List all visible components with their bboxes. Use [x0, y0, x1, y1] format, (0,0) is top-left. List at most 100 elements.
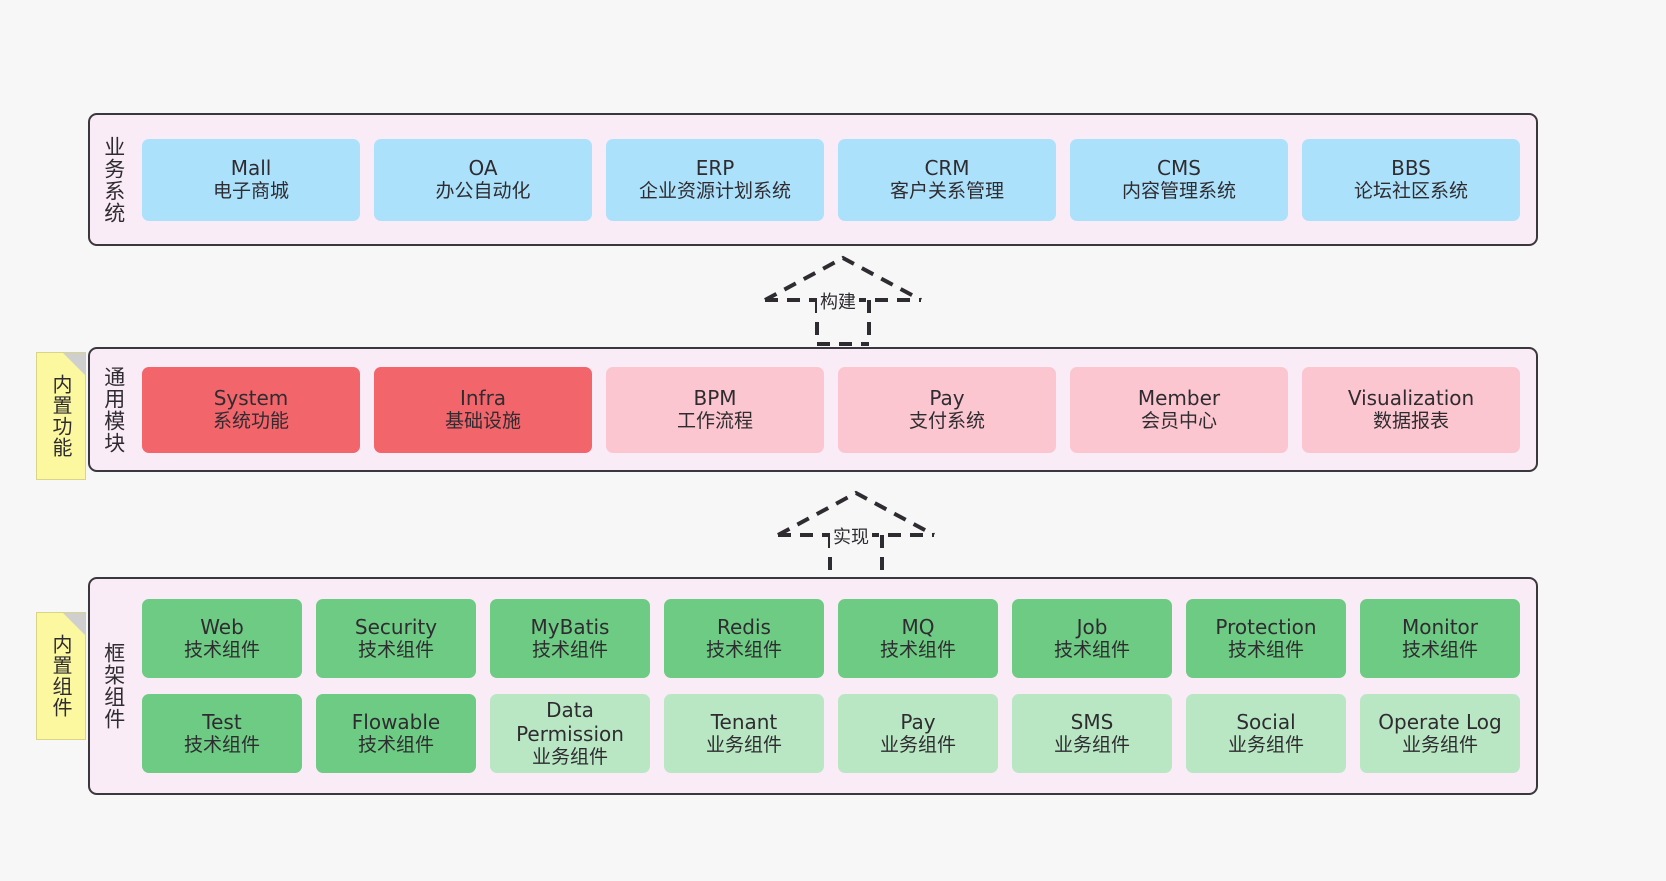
card-title: Visualization	[1347, 385, 1475, 410]
card-subtitle: 技术组件	[705, 639, 782, 662]
card-title: MQ	[901, 614, 935, 639]
tier-business-system: 业务系统 Mall 电子商城 OA 办公自动化 ERP 企业资源计划系统 CRM…	[88, 113, 1538, 246]
connector-implement: 实现	[768, 487, 948, 582]
card-subtitle: 会员中心	[1140, 410, 1217, 433]
card-title: Mall	[230, 155, 272, 180]
card-subtitle: 技术组件	[357, 734, 434, 757]
connector-build-label: 构建	[817, 288, 859, 314]
card-crm[interactable]: CRM 客户关系管理	[838, 138, 1056, 221]
card-pay-business[interactable]: Pay 业务组件	[838, 694, 998, 773]
card-sms[interactable]: SMS 业务组件	[1012, 694, 1172, 773]
card-oa[interactable]: OA 办公自动化	[374, 138, 592, 221]
card-subtitle: 技术组件	[1053, 639, 1130, 662]
card-subtitle: 电子商城	[212, 180, 289, 203]
card-bpm[interactable]: BPM 工作流程	[606, 366, 824, 453]
card-title: Tenant	[710, 709, 778, 734]
card-subtitle: 业务组件	[879, 734, 956, 757]
card-title: Infra	[459, 385, 507, 410]
tier-label-framework-component: 框架组件	[101, 642, 126, 730]
card-monitor[interactable]: Monitor 技术组件	[1360, 599, 1520, 678]
card-social[interactable]: Social 业务组件	[1186, 694, 1346, 773]
card-subtitle: 技术组件	[1227, 639, 1304, 662]
tier-label-common-module: 通用模块	[101, 365, 126, 454]
card-subtitle: 系统功能	[212, 410, 289, 433]
tier-body-framework-component: Web 技术组件 Security 技术组件 MyBatis 技术组件 Redi…	[136, 579, 1536, 793]
card-title: Monitor	[1401, 614, 1479, 639]
connector-build: 构建	[755, 252, 935, 347]
card-protection[interactable]: Protection 技术组件	[1186, 599, 1346, 678]
card-web[interactable]: Web 技术组件	[142, 599, 302, 678]
card-title: Flowable	[351, 709, 441, 734]
note-fold-corner-icon	[63, 353, 85, 375]
note-label: 内置功能	[49, 374, 73, 458]
framework-row-tech: Web 技术组件 Security 技术组件 MyBatis 技术组件 Redi…	[142, 599, 1520, 678]
card-member[interactable]: Member 会员中心	[1070, 366, 1288, 453]
card-title: Job	[1076, 614, 1108, 639]
card-system[interactable]: System 系统功能	[142, 366, 360, 453]
card-title: CRM	[924, 155, 970, 180]
card-bbs[interactable]: BBS 论坛社区系统	[1302, 138, 1520, 221]
card-cms[interactable]: CMS 内容管理系统	[1070, 138, 1288, 221]
tier-label-business-system: 业务系统	[101, 135, 126, 224]
card-subtitle: 技术组件	[531, 639, 608, 662]
card-visualization[interactable]: Visualization 数据报表	[1302, 366, 1520, 453]
card-subtitle: 技术组件	[183, 734, 260, 757]
card-subtitle: 业务组件	[1053, 734, 1130, 757]
card-subtitle: 企业资源计划系统	[638, 180, 791, 203]
card-data-permission[interactable]: Data Permission 业务组件	[490, 694, 650, 773]
card-security[interactable]: Security 技术组件	[316, 599, 476, 678]
card-title: Redis	[717, 614, 771, 639]
card-subtitle: 技术组件	[879, 639, 956, 662]
tier-common-module: 通用模块 System 系统功能 Infra 基础设施 BPM 工作流程 Pay…	[88, 347, 1538, 472]
card-subtitle: 办公自动化	[435, 180, 531, 203]
card-pay[interactable]: Pay 支付系统	[838, 366, 1056, 453]
card-title: Security	[354, 614, 438, 639]
tier-body-common-module: System 系统功能 Infra 基础设施 BPM 工作流程 Pay 支付系统…	[136, 349, 1536, 470]
card-title: Social	[1236, 709, 1296, 734]
card-subtitle: 业务组件	[531, 746, 608, 769]
card-title: Pay	[900, 709, 936, 734]
card-erp[interactable]: ERP 企业资源计划系统	[606, 138, 824, 221]
tier-framework-component: 框架组件 Web 技术组件 Security 技术组件 MyBatis 技术组件…	[88, 577, 1538, 795]
framework-row-business: Test 技术组件 Flowable 技术组件 Data Permission …	[142, 694, 1520, 773]
card-title: Test	[202, 709, 242, 734]
card-title: ERP	[695, 155, 735, 180]
card-subtitle: 业务组件	[705, 734, 782, 757]
card-title: SMS	[1070, 709, 1114, 734]
card-subtitle: 技术组件	[1401, 639, 1478, 662]
card-title: BPM	[693, 385, 737, 410]
card-job[interactable]: Job 技术组件	[1012, 599, 1172, 678]
note-label: 内置组件	[49, 634, 73, 718]
card-infra[interactable]: Infra 基础设施	[374, 366, 592, 453]
note-builtin-component: 内置组件	[36, 612, 86, 740]
card-title: Data Permission	[516, 697, 624, 746]
card-mq[interactable]: MQ 技术组件	[838, 599, 998, 678]
card-redis[interactable]: Redis 技术组件	[664, 599, 824, 678]
card-operate-log[interactable]: Operate Log 业务组件	[1360, 694, 1520, 773]
card-subtitle: 技术组件	[183, 639, 260, 662]
card-subtitle: 数据报表	[1372, 410, 1449, 433]
card-title: System	[213, 385, 289, 410]
card-title: Protection	[1215, 614, 1317, 639]
tier-body-business-system: Mall 电子商城 OA 办公自动化 ERP 企业资源计划系统 CRM 客户关系…	[136, 115, 1536, 244]
card-title: OA	[468, 155, 498, 180]
card-subtitle: 业务组件	[1227, 734, 1304, 757]
card-subtitle: 基础设施	[444, 410, 521, 433]
card-test[interactable]: Test 技术组件	[142, 694, 302, 773]
card-title: Operate Log	[1378, 709, 1502, 734]
card-subtitle: 工作流程	[676, 410, 753, 433]
note-fold-corner-icon	[63, 613, 85, 635]
card-mybatis[interactable]: MyBatis 技术组件	[490, 599, 650, 678]
card-title: CMS	[1157, 155, 1201, 180]
card-subtitle: 内容管理系统	[1121, 180, 1236, 203]
card-subtitle: 业务组件	[1401, 734, 1478, 757]
card-title: BBS	[1391, 155, 1431, 180]
card-subtitle: 客户关系管理	[889, 180, 1004, 203]
card-tenant[interactable]: Tenant 业务组件	[664, 694, 824, 773]
card-title: MyBatis	[530, 614, 610, 639]
connector-implement-label: 实现	[830, 523, 872, 549]
card-subtitle: 技术组件	[357, 639, 434, 662]
card-mall[interactable]: Mall 电子商城	[142, 138, 360, 221]
note-builtin-function: 内置功能	[36, 352, 86, 480]
card-flowable[interactable]: Flowable 技术组件	[316, 694, 476, 773]
